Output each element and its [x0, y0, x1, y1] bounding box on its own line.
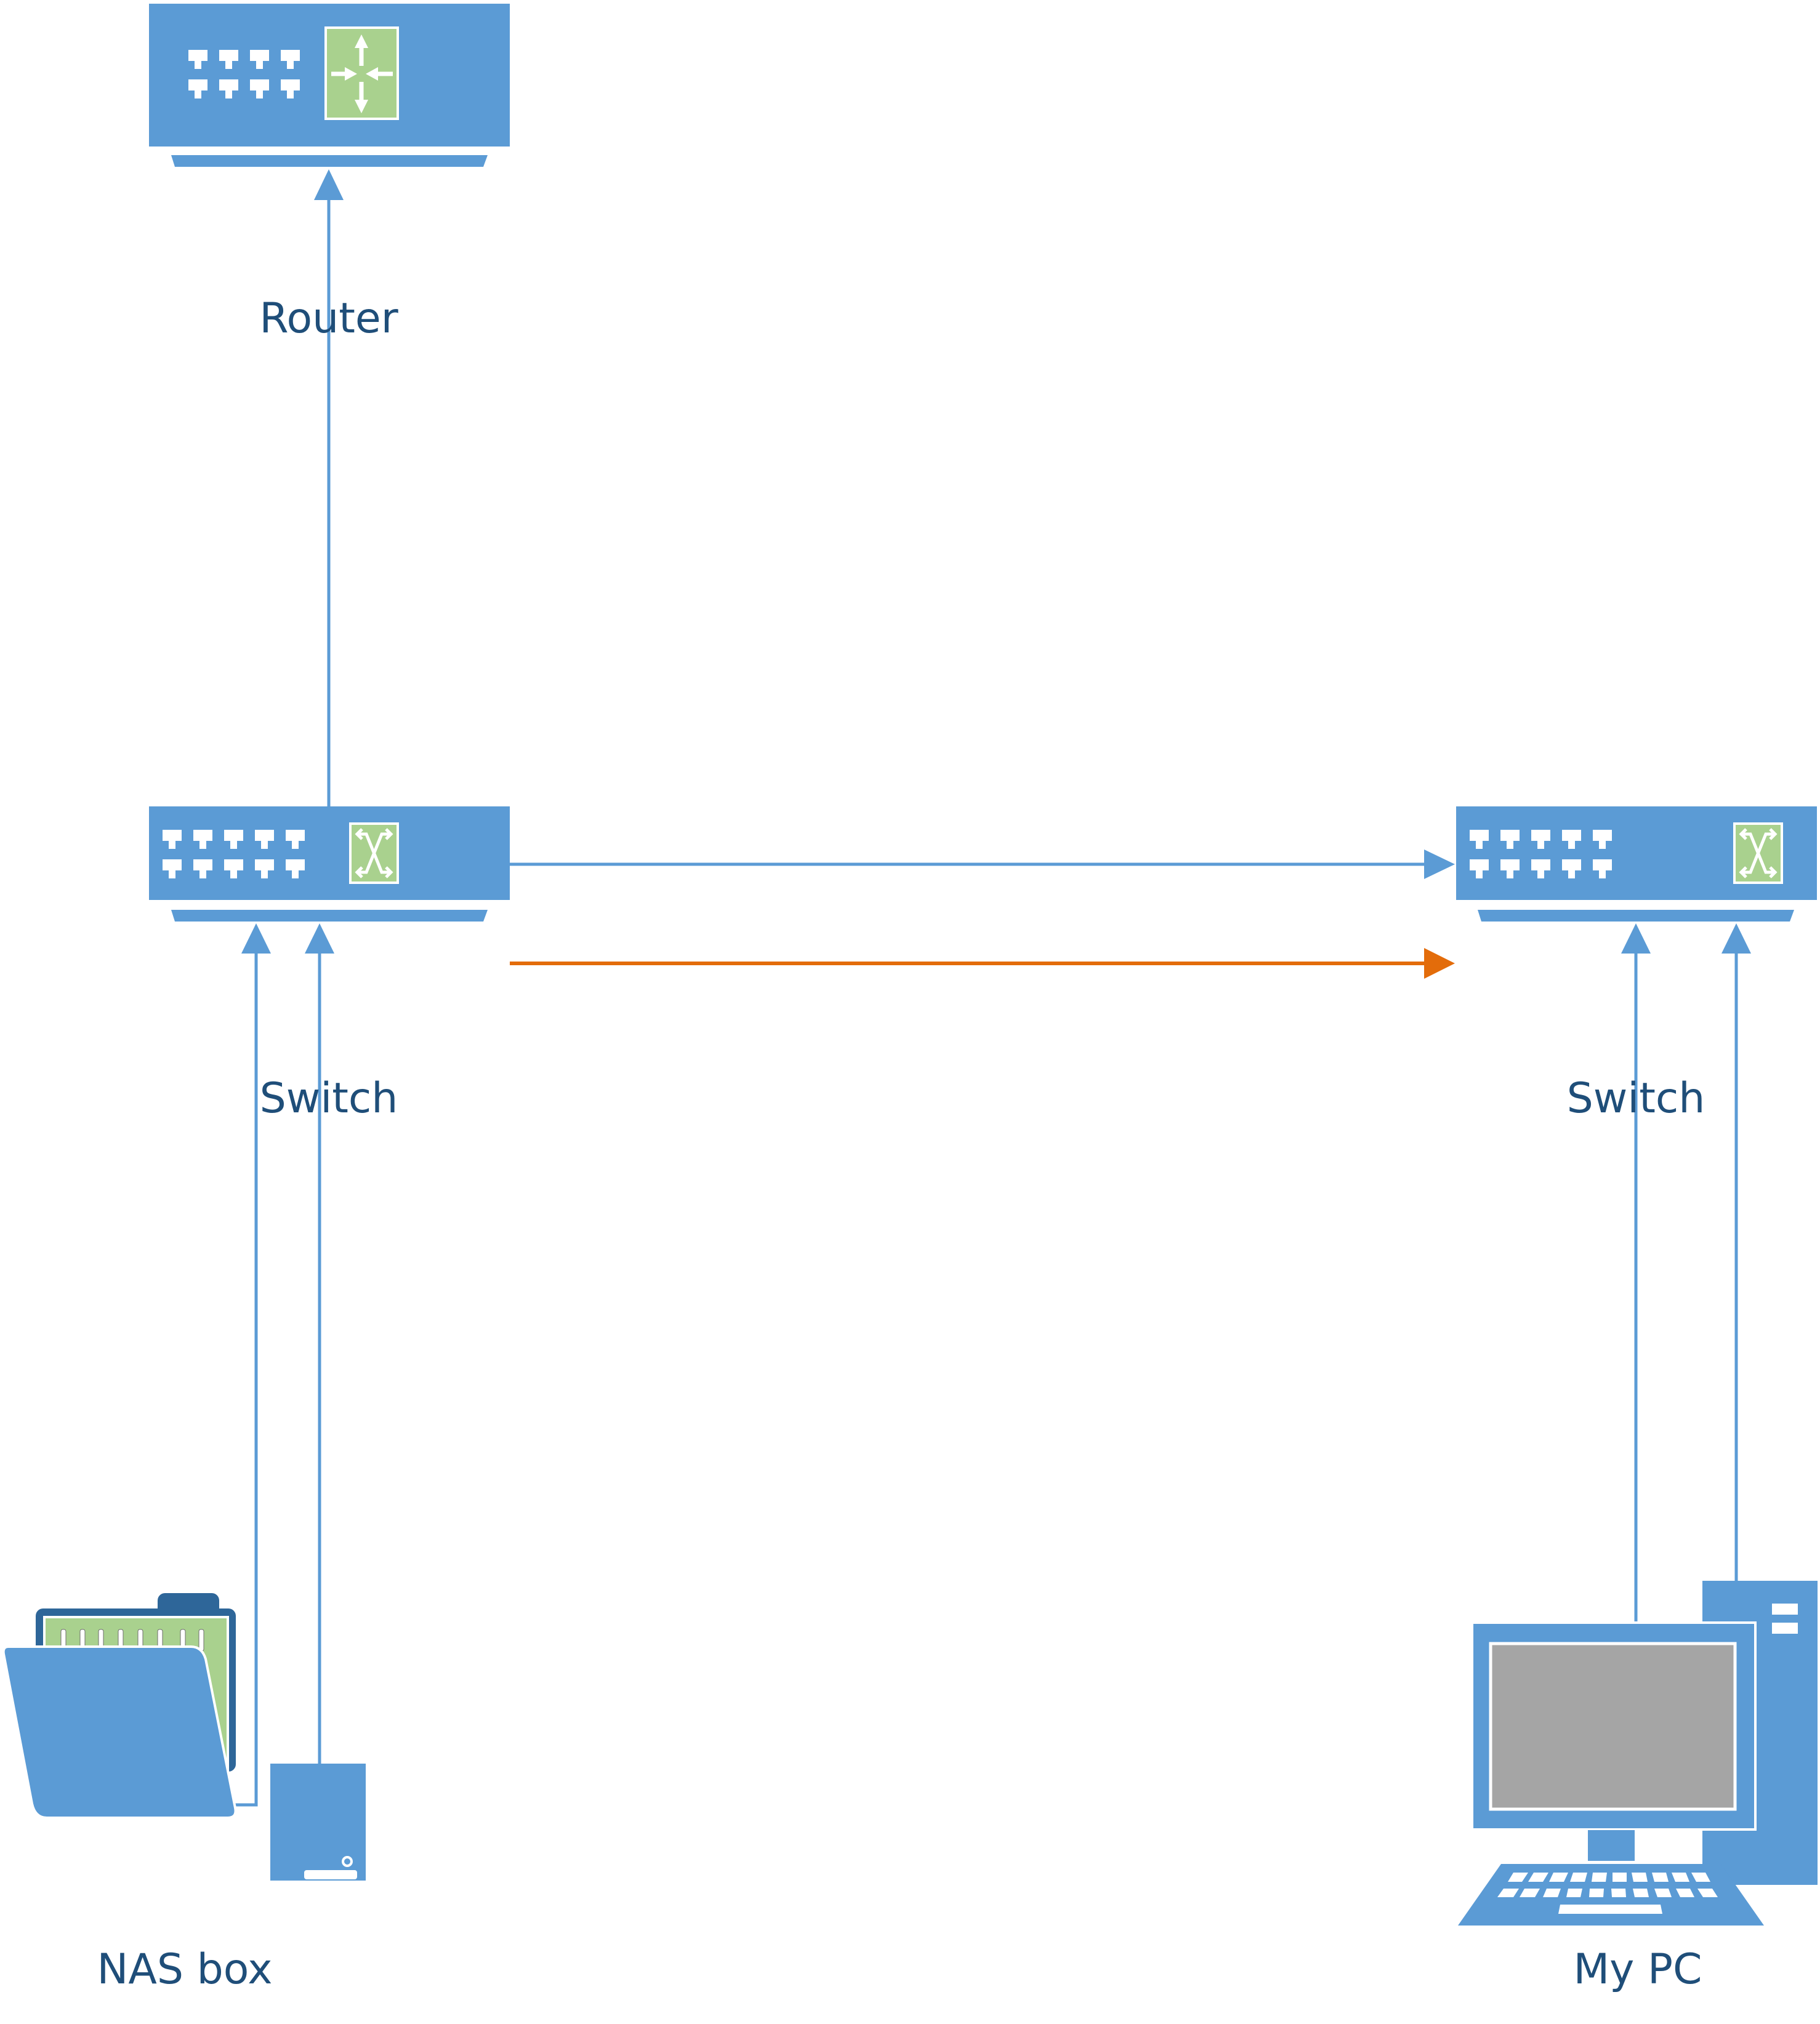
switch-right-label: Switch [1567, 1074, 1705, 1123]
router-arrows-icon [331, 34, 393, 113]
switch-icon [1456, 806, 1817, 922]
router-icon [149, 4, 510, 167]
arrowhead-nas-server [305, 923, 334, 954]
router-node[interactable]: Router [149, 4, 510, 343]
arrowhead-switch-right [1424, 849, 1455, 879]
switch-cross-arrows-icon [355, 828, 393, 878]
nas-label: NAS box [97, 1945, 272, 1994]
pc-label: My PC [1573, 1945, 1702, 1994]
nas-node[interactable]: NAS box [2, 1593, 366, 1994]
arrowhead-router [314, 169, 344, 200]
arrowhead-pc-tower [1721, 923, 1751, 954]
server-vent [304, 1870, 357, 1879]
arrowhead-pc-monitor [1621, 923, 1651, 954]
switch-left-node[interactable]: Switch [149, 806, 510, 1123]
router-label: Router [259, 294, 398, 343]
switch-icon [149, 806, 510, 922]
switch-right-node[interactable]: Switch [1456, 806, 1817, 1123]
arrowhead-nas-folder [241, 923, 271, 954]
keyboard-keys [1497, 1873, 1718, 1914]
arrowhead-highlight [1424, 948, 1455, 979]
server-vent [304, 1898, 357, 1908]
switch-left-label: Switch [260, 1074, 398, 1123]
folder-icon [2, 1593, 237, 1819]
server-vent [304, 1884, 357, 1893]
pc-node[interactable]: My PC [1458, 1581, 1818, 1994]
pc-screen [1489, 1642, 1737, 1811]
connections [120, 169, 1751, 1807]
desktop-computer-icon [1458, 1581, 1818, 1926]
switch-cross-arrows-icon [1739, 828, 1778, 878]
server-icon [270, 1764, 366, 1908]
